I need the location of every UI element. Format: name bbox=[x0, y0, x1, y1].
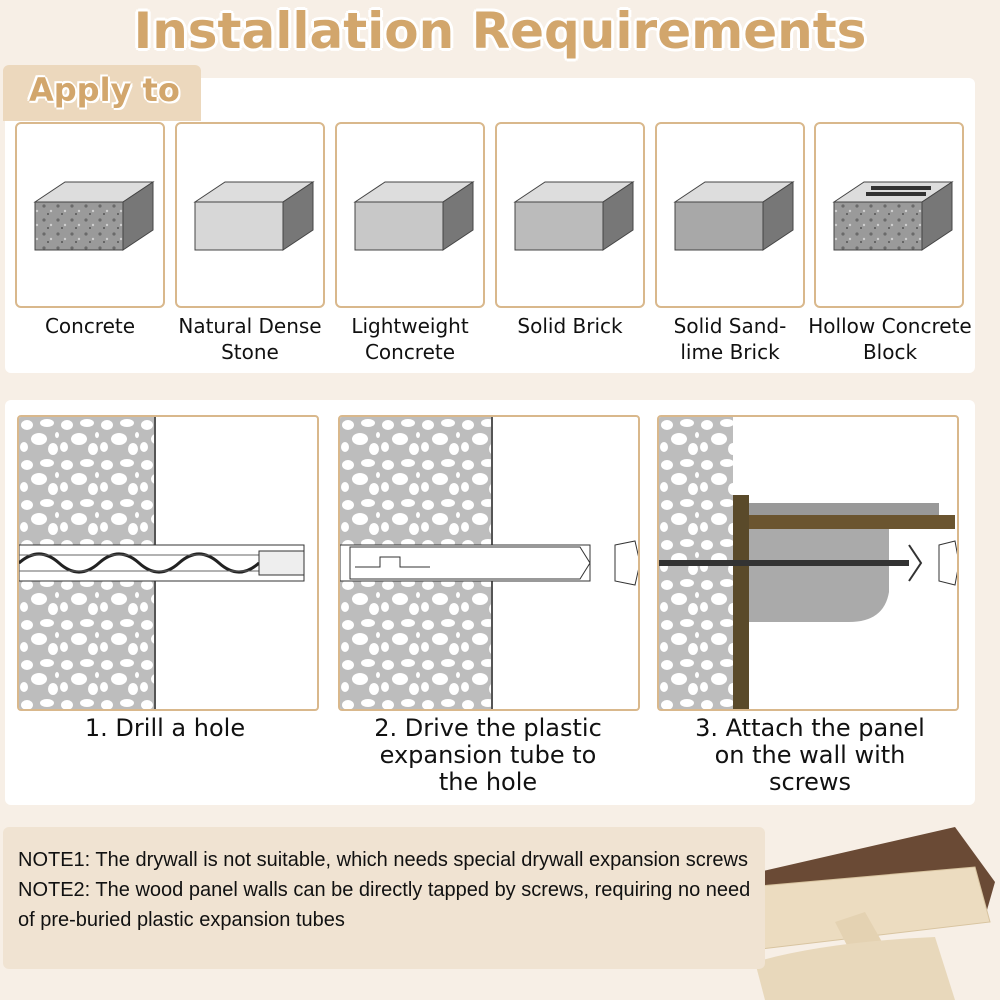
material-block-icon bbox=[353, 181, 475, 251]
material-block-icon bbox=[513, 181, 635, 251]
note-2: NOTE2: The wood panel walls can be direc… bbox=[18, 879, 751, 931]
attach-panel-illustration bbox=[659, 417, 957, 709]
step-caption: 2. Drive the plastic expansion tube to t… bbox=[374, 714, 602, 796]
drill-illustration bbox=[19, 417, 305, 709]
materials-panel bbox=[5, 78, 975, 373]
material-label: Solid Brick bbox=[517, 314, 623, 338]
step-attach-image bbox=[657, 415, 959, 711]
material-card bbox=[15, 122, 165, 308]
step-caption: 3. Attach the panel on the wall with scr… bbox=[695, 714, 925, 796]
product-shelf-image bbox=[712, 827, 995, 1000]
material-block-icon bbox=[673, 181, 795, 251]
step-tube-image bbox=[338, 415, 640, 711]
notes-box: NOTE1: The drywall is not suitable, whic… bbox=[3, 827, 765, 969]
material-block-icon bbox=[832, 181, 954, 251]
material-card bbox=[495, 122, 645, 308]
page-title: Installation Requirements bbox=[133, 2, 867, 60]
material-label: Solid Sand-lime Brick bbox=[673, 314, 787, 364]
material-card bbox=[655, 122, 805, 308]
material-label: Lightweight Concrete bbox=[351, 314, 469, 364]
apply-to-tab: Apply to bbox=[3, 65, 201, 121]
material-label: Concrete bbox=[44, 314, 136, 338]
note-1: NOTE1: The drywall is not suitable, whic… bbox=[18, 849, 748, 871]
material-label: Natural Dense Stone bbox=[178, 314, 322, 364]
step-drill-image bbox=[17, 415, 319, 711]
material-card bbox=[335, 122, 485, 308]
material-block-icon bbox=[33, 181, 155, 251]
material-label: Hollow Concrete Block bbox=[808, 314, 972, 364]
step-caption: 1. Drill a hole bbox=[84, 714, 246, 742]
expansion-tube-illustration bbox=[340, 417, 638, 709]
material-card bbox=[175, 122, 325, 308]
material-block-icon bbox=[193, 181, 315, 251]
material-card bbox=[814, 122, 964, 308]
